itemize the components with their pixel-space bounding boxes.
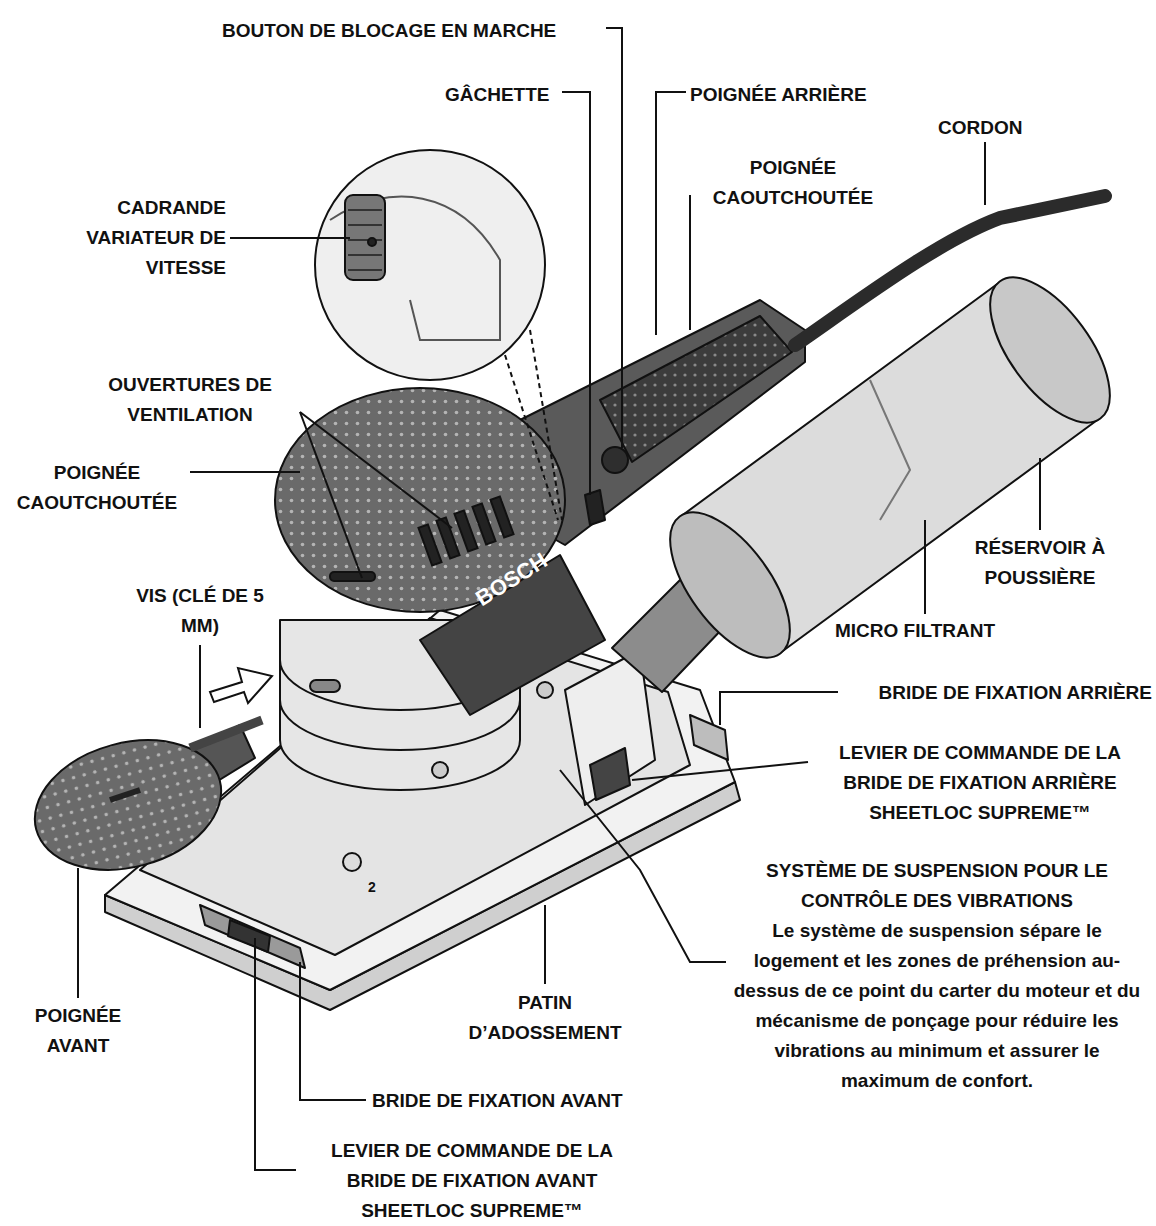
callout-label: LEVIER DE COMMANDE DE LA BRIDE DE FIXATI…: [810, 738, 1150, 828]
motor-dome-part: [275, 388, 565, 612]
power-cord: [795, 196, 1105, 345]
callout-label: POIGNÉE AVANT: [18, 1001, 138, 1061]
leader-lines-part: [984, 142, 986, 205]
callout-label: POIGNÉE ARRIÈRE: [690, 80, 867, 110]
motor-housing-part: [537, 682, 553, 698]
pad-marking: 2: [368, 878, 376, 896]
speed-dial-inset-part-part: [348, 209, 382, 211]
base-pad-part: [200, 905, 305, 968]
insert-arrow: [210, 668, 272, 703]
front-handle-part: [110, 790, 140, 800]
speed-dial-inset-part: [505, 355, 558, 520]
callout-label: RÉSERVOIR À POUSSIÈRE: [955, 533, 1125, 593]
speed-dial-inset-part: [530, 330, 562, 520]
base-pad-part: [228, 920, 270, 952]
callout-label: BRIDE DE FIXATION AVANT: [372, 1086, 623, 1116]
rear-handle-part: [600, 316, 792, 462]
dust-canister-part: [870, 380, 910, 520]
motor-dome-part-part: [490, 496, 513, 537]
dust-canister-part: [967, 258, 1132, 442]
callout-label: BOUTON DE BLOCAGE EN MARCHE: [222, 16, 556, 46]
speed-dial-inset-part: [348, 210, 382, 270]
motor-dome-part-part: [418, 524, 441, 565]
speed-dial-inset: [315, 150, 562, 520]
leader-lines-part: [562, 92, 590, 495]
leader-lines-part: [230, 237, 350, 239]
leader-lines-part: [606, 28, 622, 448]
rear-clamp-tower-part: [590, 748, 630, 800]
callout-label: POIGNÉE CAOUTCHOUTÉE: [2, 458, 192, 518]
motor-dome-part-part: [330, 572, 375, 581]
leader-lines-part: [300, 412, 452, 528]
speed-dial-inset-part: [345, 195, 385, 280]
motor-dome-part-part: [472, 503, 495, 544]
callout-label: LEVIER DE COMMANDE DE LA BRIDE DE FIXATI…: [302, 1136, 642, 1226]
callout-label: CORDON: [938, 113, 1022, 143]
motor-housing-part: [310, 680, 340, 692]
note-heading: SYSTÈME DE SUSPENSION POUR LE CONTRÔLE D…: [732, 856, 1142, 916]
motor-dome-part-part: [436, 517, 459, 558]
leader-lines-part: [720, 692, 838, 725]
callout-label: GÂCHETTE: [445, 80, 550, 110]
base-pad-part: [343, 853, 361, 871]
rear-handle-part: [585, 490, 605, 525]
front-handle: [20, 720, 262, 889]
leader-lines-part: [656, 92, 686, 335]
callout-label: VIS (CLÉ DE 5 MM): [115, 581, 285, 641]
speed-dial-inset-part: [315, 150, 545, 380]
callout-label: MICRO FILTRANT: [835, 616, 995, 646]
speed-dial-inset-part-part: [348, 224, 382, 226]
leader-lines-part: [544, 905, 546, 984]
leader-lines-part: [77, 868, 79, 998]
speed-dial-inset-part-part: [348, 254, 382, 256]
note-body: Le système de suspension sépare le logem…: [732, 916, 1142, 1096]
callout-label: OUVERTURES DE VENTILATION: [90, 370, 290, 430]
motor-dome: [275, 388, 565, 612]
leader-lines-part: [689, 195, 691, 330]
callout-label: CADRANDE VARIATEUR DE VITESSE: [86, 193, 226, 283]
leader-lines-part: [632, 762, 808, 780]
callout-label: POIGNÉE CAOUTCHOUTÉE: [693, 153, 893, 213]
leader-lines-part: [190, 471, 300, 473]
callout-label: PATIN D’ADOSSEMENT: [455, 988, 635, 1048]
leader-lines-part: [924, 520, 926, 614]
dust-canister-part: [647, 493, 812, 677]
rear-handle-part: [602, 447, 628, 473]
motor-housing-part: [432, 762, 448, 778]
speed-dial-inset-part: [368, 238, 376, 246]
leader-lines-part: [300, 962, 366, 1100]
base-pad-part: [140, 618, 690, 955]
leader-lines-part: [255, 938, 296, 1170]
leader-lines-part: [560, 770, 726, 962]
leader-lines-part: [1039, 458, 1041, 530]
callout-label: BRIDE DE FIXATION ARRIÈRE: [879, 678, 1152, 708]
base-pad-part: [690, 715, 728, 760]
speed-dial-inset-part-part: [348, 269, 382, 271]
leader-lines-part: [199, 645, 201, 728]
speed-dial-inset-part-part: [348, 239, 382, 241]
motor-dome-part-part: [454, 510, 477, 551]
